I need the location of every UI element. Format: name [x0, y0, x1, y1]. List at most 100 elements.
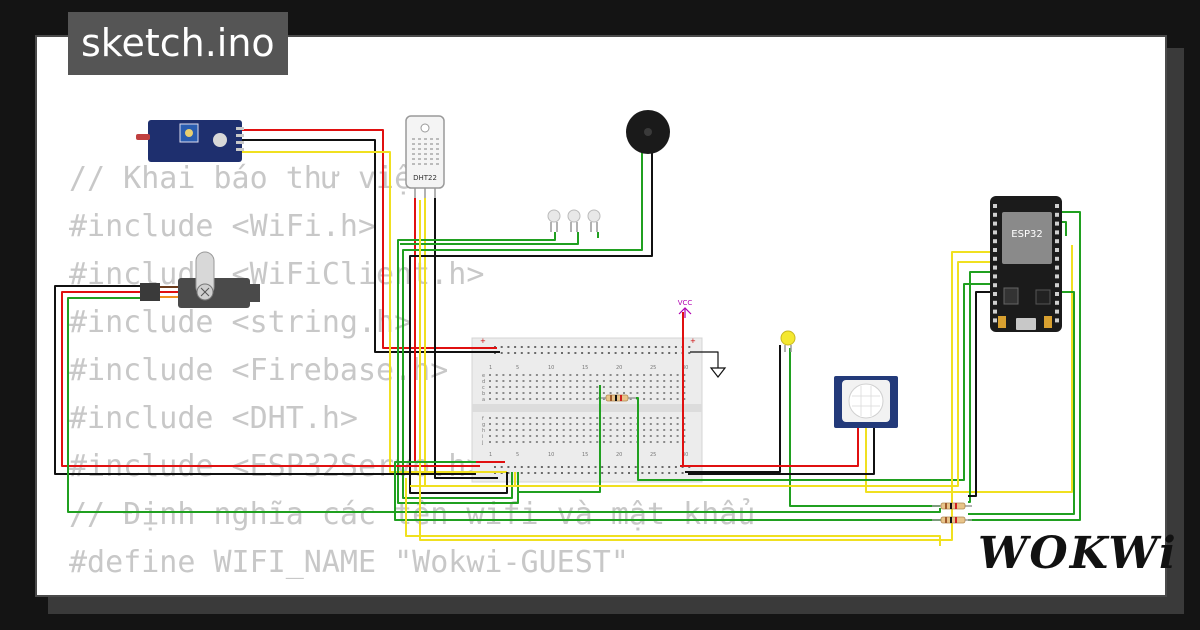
esp32-button[interactable] [1044, 316, 1052, 328]
esp32-pin [993, 204, 997, 208]
led-white[interactable] [547, 209, 561, 232]
rail-hole [540, 472, 543, 474]
bb-hole [522, 386, 525, 388]
bb-hole [596, 374, 599, 376]
rail-hole [587, 352, 590, 354]
bb-hole [576, 380, 579, 382]
bb-hole [542, 429, 545, 431]
bb-hole [649, 398, 652, 400]
black-wire[interactable] [240, 139, 500, 353]
green-wire[interactable] [968, 211, 1081, 521]
red-wire[interactable] [240, 129, 497, 349]
bb-hole [649, 417, 652, 419]
rail-hole [507, 352, 510, 354]
bb-hole [549, 398, 552, 400]
rail-hole [601, 346, 604, 348]
rail-hole [534, 472, 537, 474]
yellow-wire[interactable] [419, 200, 990, 541]
black-wire[interactable] [968, 291, 990, 497]
led-yellow[interactable] [780, 330, 796, 352]
yellow-wire[interactable] [240, 151, 507, 473]
bb-hole [502, 374, 505, 376]
green-wire[interactable] [789, 348, 940, 507]
bb-hole [596, 392, 599, 394]
resistor-bottom[interactable] [932, 516, 972, 524]
bb-hole [582, 374, 585, 376]
breadboard[interactable]: + + 1 5 10 15 20 25 30 1 5 10 15 20 25 3… [471, 337, 703, 483]
green-wire[interactable] [1062, 221, 1067, 236]
bb-hole [489, 429, 491, 431]
ldr-pins [236, 127, 244, 151]
rail-hole [547, 466, 550, 468]
gnd-symbol[interactable] [709, 367, 727, 378]
bb-hole [676, 374, 679, 376]
rail-hole [628, 352, 630, 354]
servo-motor[interactable] [140, 251, 260, 308]
bb-hole [569, 417, 572, 419]
bb-row: i [482, 434, 483, 440]
black-wire[interactable] [434, 198, 498, 479]
led-group[interactable] [547, 209, 601, 232]
red-wire[interactable] [61, 291, 480, 467]
rail-hole [574, 346, 577, 348]
bb-hole [522, 392, 525, 394]
esp32-board[interactable]: ESP32 [990, 196, 1062, 332]
ldr-sensor-module[interactable] [136, 120, 244, 162]
bb-hole [609, 423, 612, 425]
rail-hole [641, 472, 644, 474]
photoresistor [136, 134, 150, 140]
bb-hole [596, 429, 599, 431]
green-wire[interactable] [67, 297, 941, 513]
green-wire[interactable] [968, 271, 990, 503]
bb-hole [596, 441, 599, 443]
dht22-sensor[interactable]: DHT22 [405, 115, 445, 198]
dht-vent [412, 153, 415, 155]
black-wire[interactable] [409, 148, 653, 494]
esp32-pin [1055, 230, 1059, 235]
bb-hole [609, 386, 612, 388]
led-white[interactable] [567, 209, 581, 232]
green-wire[interactable] [402, 148, 643, 499]
esp32-pin [1055, 212, 1059, 217]
resistor-bottom[interactable] [932, 502, 972, 510]
bb-hole [549, 441, 552, 443]
black-wire[interactable] [54, 285, 476, 475]
rail-hole [674, 466, 677, 468]
black-wire[interactable] [688, 426, 875, 475]
green-wire[interactable] [518, 385, 601, 493]
rail-hole [554, 466, 557, 468]
resistor-breadboard[interactable] [598, 394, 636, 402]
bb-hole [596, 386, 599, 388]
bb-hole [509, 417, 512, 419]
yellow-wire[interactable] [410, 261, 990, 487]
led-white[interactable] [587, 209, 601, 232]
bb-hole [602, 392, 605, 394]
rail-hole [587, 346, 590, 348]
rail-hole [661, 472, 664, 474]
green-wire[interactable] [394, 461, 944, 521]
usb-port [1016, 318, 1036, 330]
green-wire[interactable] [400, 232, 579, 245]
bb-hole [489, 380, 491, 382]
green-wire[interactable] [636, 283, 990, 481]
bb-hole [676, 435, 679, 437]
bb-hole [676, 441, 679, 443]
buzzer[interactable] [626, 110, 670, 154]
gnd-wire[interactable] [690, 351, 719, 368]
rail-hole [681, 472, 684, 474]
esp32-button[interactable] [998, 316, 1006, 328]
red-wire[interactable] [680, 426, 859, 467]
vcc-symbol[interactable]: VCC [678, 299, 693, 318]
bb-hole [649, 423, 652, 425]
bb-hole [616, 423, 619, 425]
green-wire[interactable] [397, 232, 556, 504]
black-wire[interactable] [685, 345, 781, 473]
green-wire[interactable] [968, 291, 1075, 515]
bb-hole [663, 435, 666, 437]
bb-hole [522, 441, 525, 443]
pir-sensor[interactable] [834, 376, 898, 428]
yellow-wire[interactable] [405, 478, 941, 546]
resistor-band [610, 395, 612, 401]
bb-hole [656, 423, 659, 425]
bb-hole [683, 435, 686, 437]
